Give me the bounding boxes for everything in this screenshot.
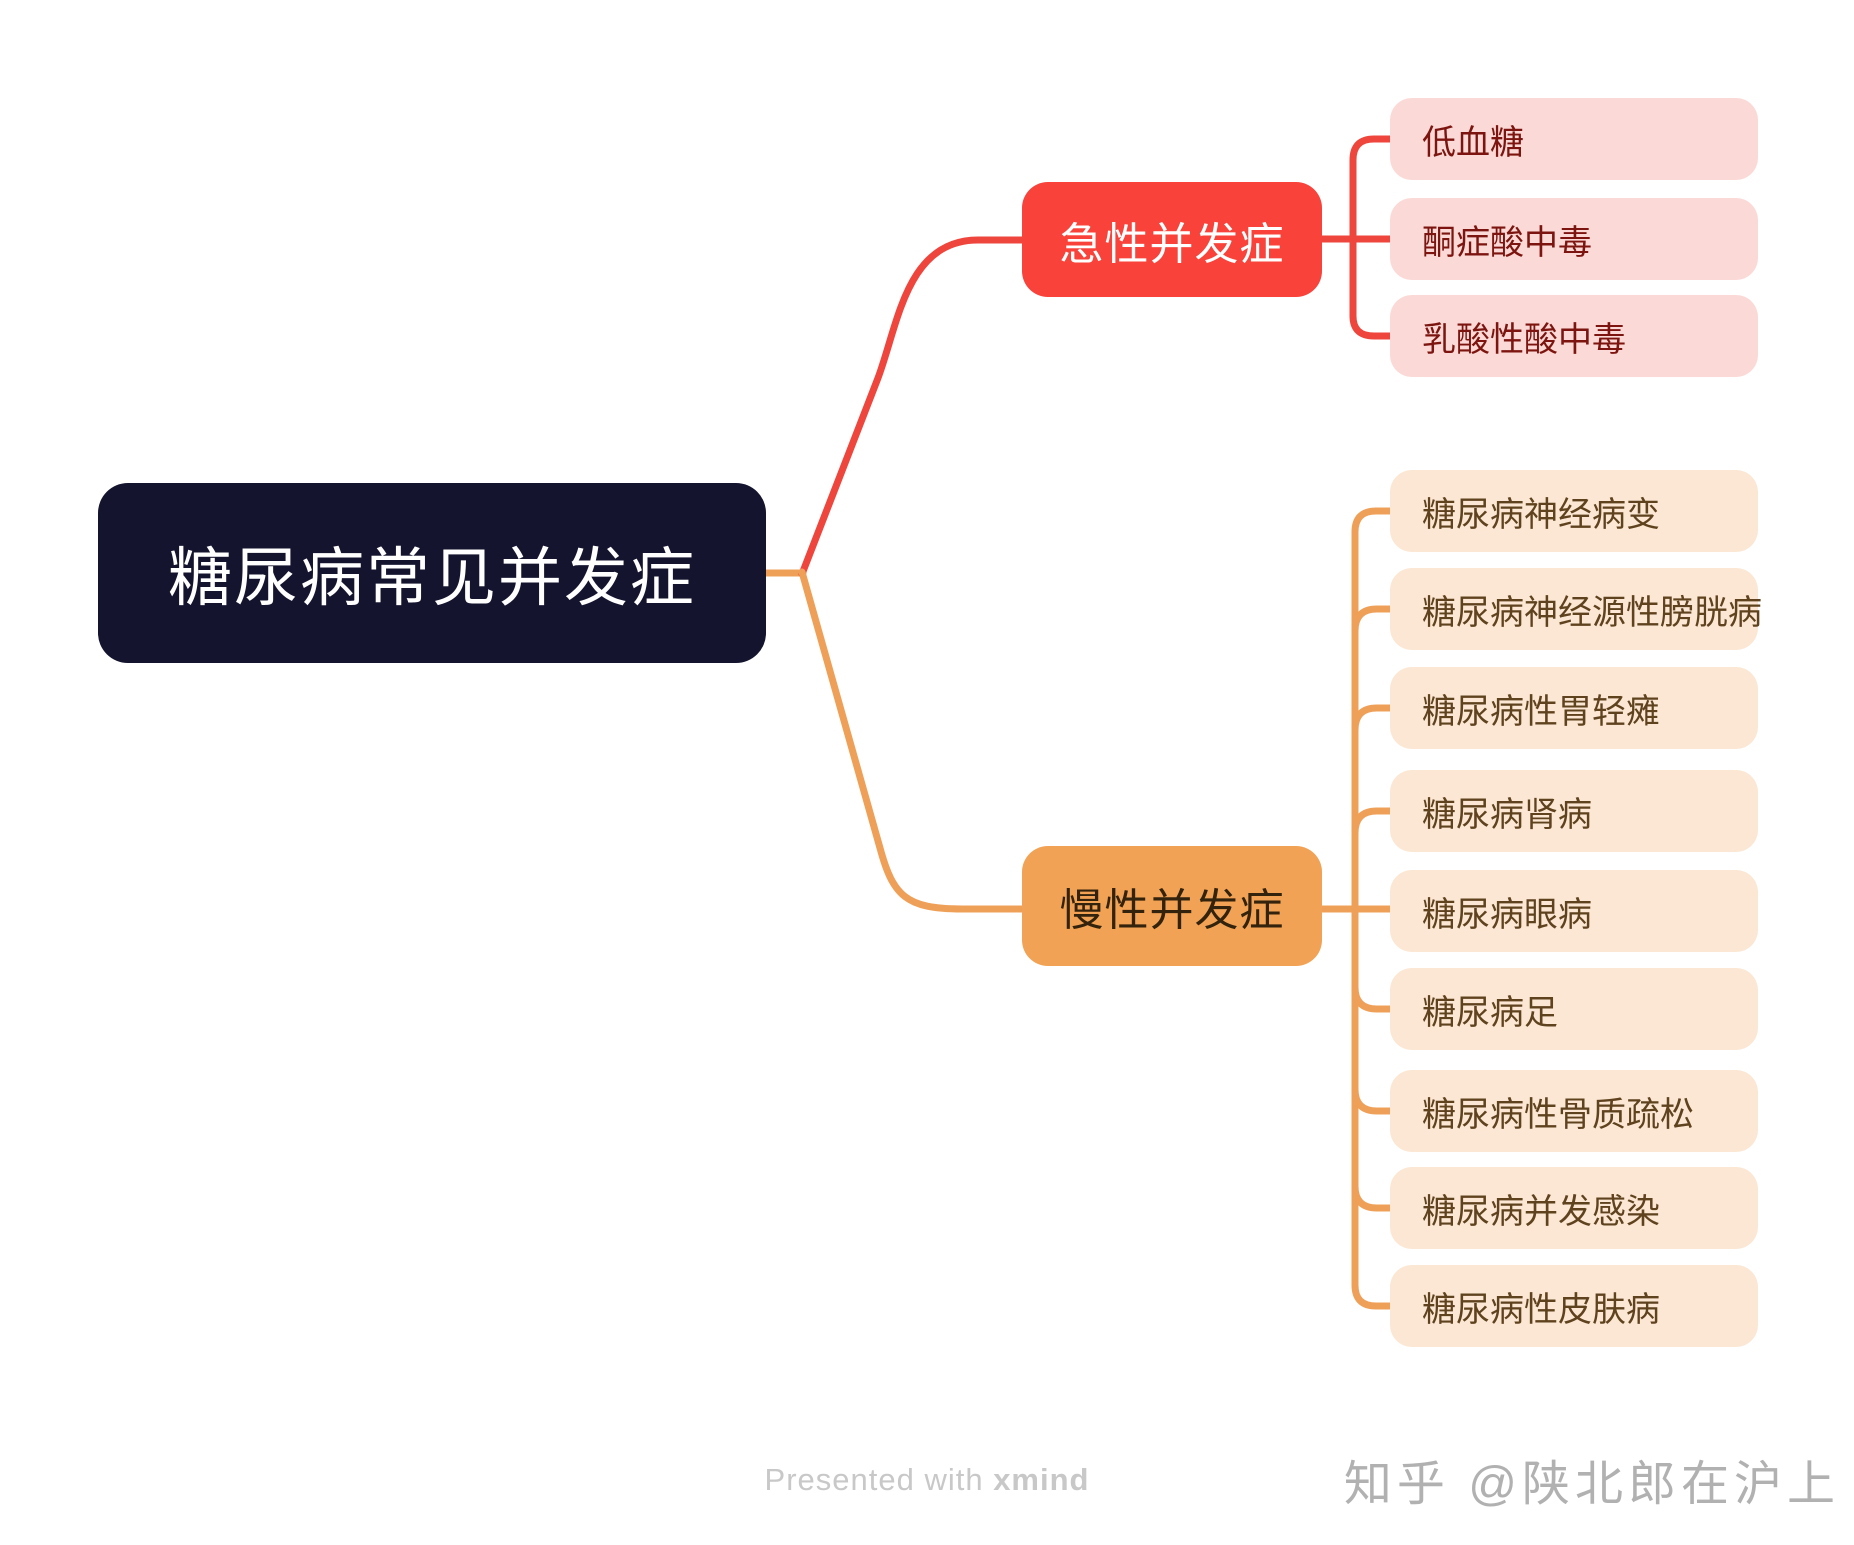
branch-topic-chronic[interactable]: 慢性并发症 [1022,846,1322,966]
subtopic-chronic-6[interactable]: 糖尿病性骨质疏松 [1390,1070,1758,1152]
subtopic-chronic-7[interactable]: 糖尿病并发感染 [1390,1167,1758,1249]
connector-chronic-child-3 [1351,704,1394,734]
connector-chronic-trunk [1351,507,1394,1310]
subtopic-chronic-8[interactable]: 糖尿病性皮肤病 [1390,1265,1758,1347]
connector-chronic-child-7 [1351,1085,1394,1115]
zhihu-watermark: 知乎 @陕北郎在沪上 [1343,1458,1840,1511]
xmind-brand-text: xmind [993,1462,1090,1497]
connector-chronic-child-2 [1351,605,1394,635]
subtopic-acute-1[interactable]: 酮症酸中毒 [1390,198,1758,280]
subtopic-chronic-1[interactable]: 糖尿病神经源性膀胱病 [1390,568,1762,650]
subtopic-acute-0[interactable]: 低血糖 [1390,98,1758,180]
subtopic-chronic-0[interactable]: 糖尿病神经病变 [1390,470,1758,552]
connector-root-acute [798,236,1026,578]
connector-chronic-child-6 [1351,983,1394,1013]
connector-root-chronic [798,568,1026,913]
branch-topic-acute[interactable]: 急性并发症 [1022,182,1322,297]
subtopic-chronic-3[interactable]: 糖尿病肾病 [1390,770,1758,852]
subtopic-chronic-5[interactable]: 糖尿病足 [1390,968,1758,1050]
connector-chronic-child-4 [1351,807,1394,837]
subtopic-acute-2[interactable]: 乳酸性酸中毒 [1390,295,1758,377]
subtopic-chronic-2[interactable]: 糖尿病性胃轻瘫 [1390,667,1758,749]
connector-chronic-child-8 [1351,1182,1394,1212]
root-topic[interactable]: 糖尿病常见并发症 [98,483,766,663]
connector-acute-trunk [1349,135,1394,340]
xmind-credit: Presented with xmind [0,1462,1854,1498]
presented-with-text: Presented with [764,1462,994,1497]
subtopic-chronic-4[interactable]: 糖尿病眼病 [1390,870,1758,952]
